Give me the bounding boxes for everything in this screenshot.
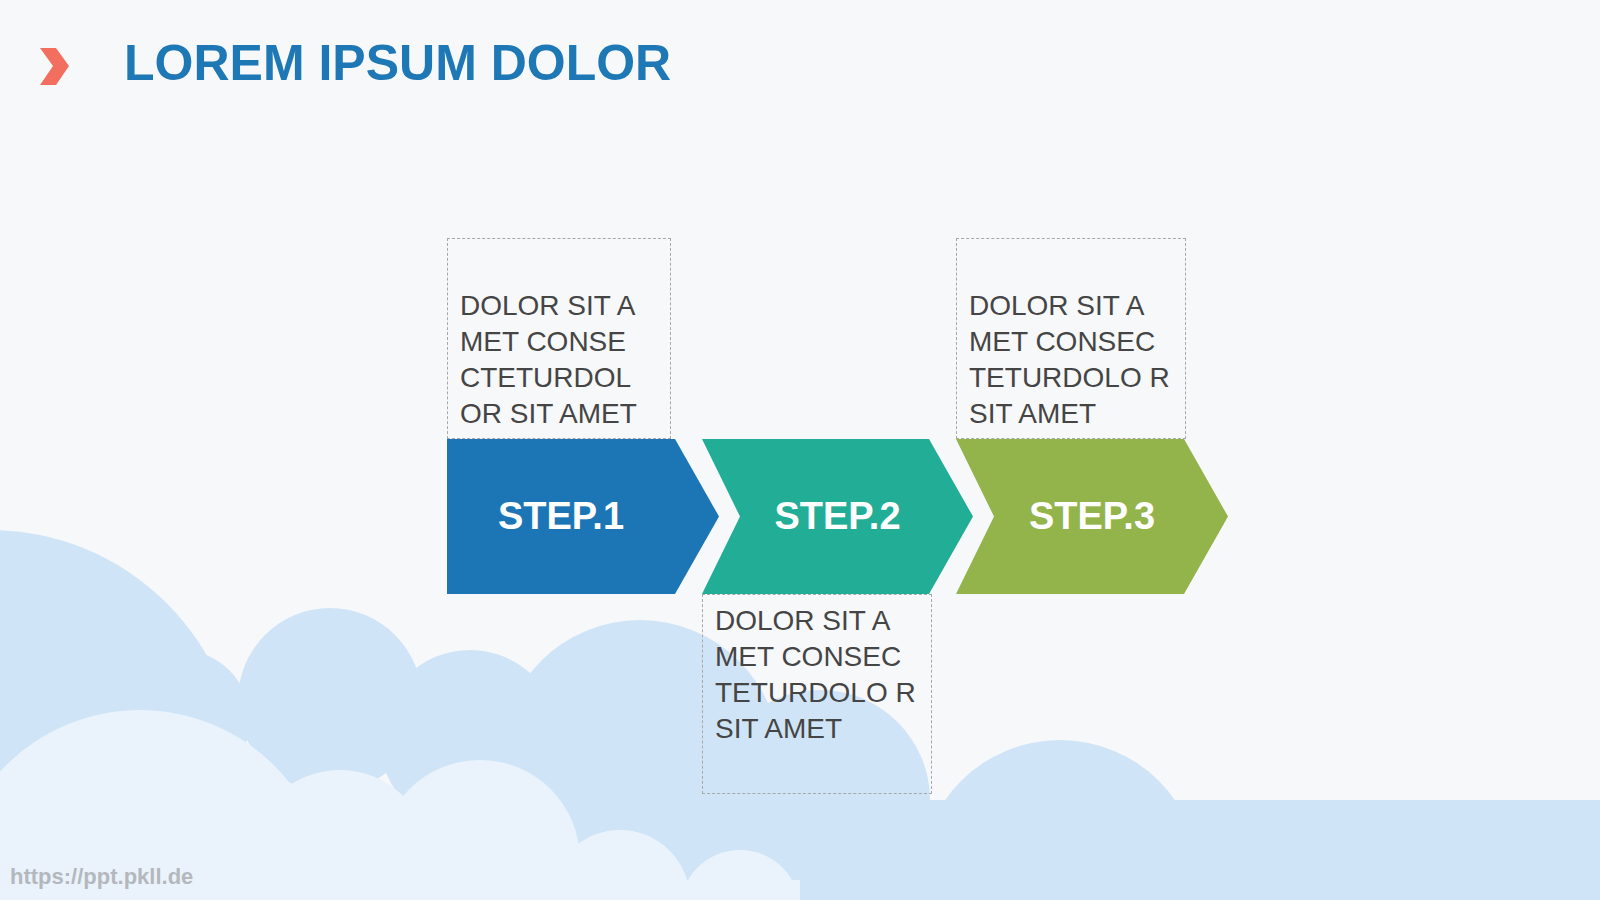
step-chevron: STEP.2 <box>702 439 973 594</box>
step-label: STEP.2 <box>774 495 900 538</box>
text-box: DOLOR SIT A MET CONSE CTETURDOL OR SIT A… <box>447 238 671 439</box>
slide-title: LOREM IPSUM DOLOR <box>124 34 671 92</box>
text-box: DOLOR SIT A MET CONSEC TETURDOLO R SIT A… <box>702 594 932 794</box>
step-description: DOLOR SIT A MET CONSE CTETURDOL OR SIT A… <box>460 288 660 432</box>
chevron-fill <box>702 439 973 594</box>
step-chevron: STEP.3 <box>956 439 1228 594</box>
chevron-fill <box>447 439 719 594</box>
front-clouds <box>0 710 800 900</box>
title-icon <box>40 48 69 85</box>
step-label: STEP.3 <box>1029 495 1155 538</box>
step-description: DOLOR SIT A MET CONSEC TETURDOLO R SIT A… <box>715 603 921 747</box>
step-description: DOLOR SIT A MET CONSEC TETURDOLO R SIT A… <box>969 288 1175 432</box>
watermark: https://ppt.pkll.de <box>10 864 193 890</box>
text-box: DOLOR SIT A MET CONSEC TETURDOLO R SIT A… <box>956 238 1186 439</box>
chevron-fill <box>956 439 1228 594</box>
step-label: STEP.1 <box>498 495 624 538</box>
step-chevron: STEP.1 <box>447 439 719 594</box>
